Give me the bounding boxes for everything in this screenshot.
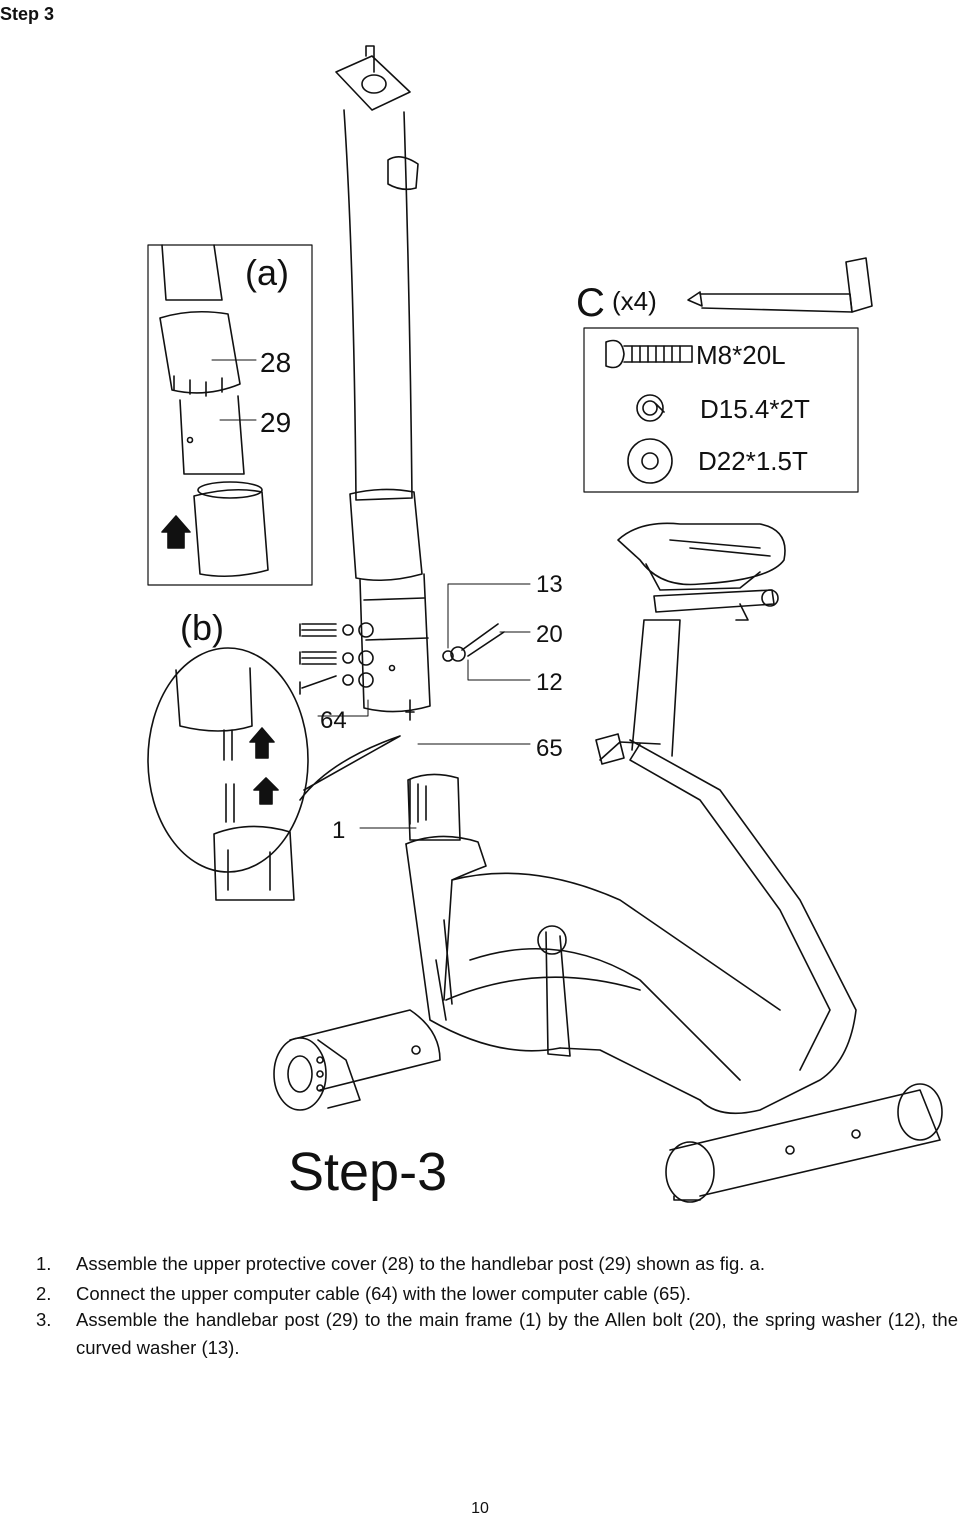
spring-washer-spec: D15.4*2T [700, 394, 810, 424]
instruction-3: 3. Assemble the handlebar post (29) to t… [36, 1306, 958, 1362]
detail-a-panel [147, 244, 313, 586]
assembly-diagram: (a) 28 29 (b) 64 1 13 20 12 65 C (x4) M8… [147, 45, 943, 1203]
instruction-number: 2. [36, 1283, 52, 1304]
callout-29: 29 [260, 407, 291, 438]
hardware-pack-letter: C [576, 281, 605, 325]
hardware-pack-box [583, 257, 873, 493]
detail-b-panel [147, 647, 401, 901]
callout-20: 20 [536, 621, 563, 648]
instruction-text: Assemble the handlebar post (29) to the … [76, 1309, 958, 1358]
main-frame [405, 733, 857, 1115]
instruction-text: Assemble the upper protective cover (28)… [76, 1253, 765, 1274]
callout-1: 1 [332, 817, 345, 844]
callout-65: 65 [536, 735, 563, 762]
curved-washer-spec: D22*1.5T [698, 446, 808, 476]
callout-12: 12 [536, 669, 563, 696]
instruction-number: 3. [36, 1309, 52, 1330]
instruction-1: 1. Assemble the upper protective cover (… [36, 1250, 958, 1278]
callout-64: 64 [320, 707, 347, 734]
instruction-2: 2. Connect the upper computer cable (64)… [36, 1280, 958, 1308]
hardware-quantity: (x4) [612, 286, 657, 316]
detail-b-label: (b) [180, 607, 224, 648]
step-title: Step-3 [288, 1142, 447, 1202]
front-stabilizer [273, 1009, 441, 1111]
saddle-assembly [617, 522, 786, 757]
page-number: 10 [471, 1500, 489, 1517]
rear-stabilizer [665, 1083, 943, 1203]
callout-leaders [317, 583, 531, 829]
bolt-set [299, 622, 505, 695]
detail-a-label: (a) [245, 252, 289, 293]
instruction-number: 1. [36, 1253, 52, 1274]
callout-28: 28 [260, 347, 291, 378]
step-heading: Step 3 [0, 4, 55, 24]
instruction-text: Connect the upper computer cable (64) wi… [76, 1283, 691, 1304]
callout-13: 13 [536, 571, 563, 598]
bolt-spec: M8*20L [696, 340, 786, 370]
handlebar-post [335, 45, 431, 721]
